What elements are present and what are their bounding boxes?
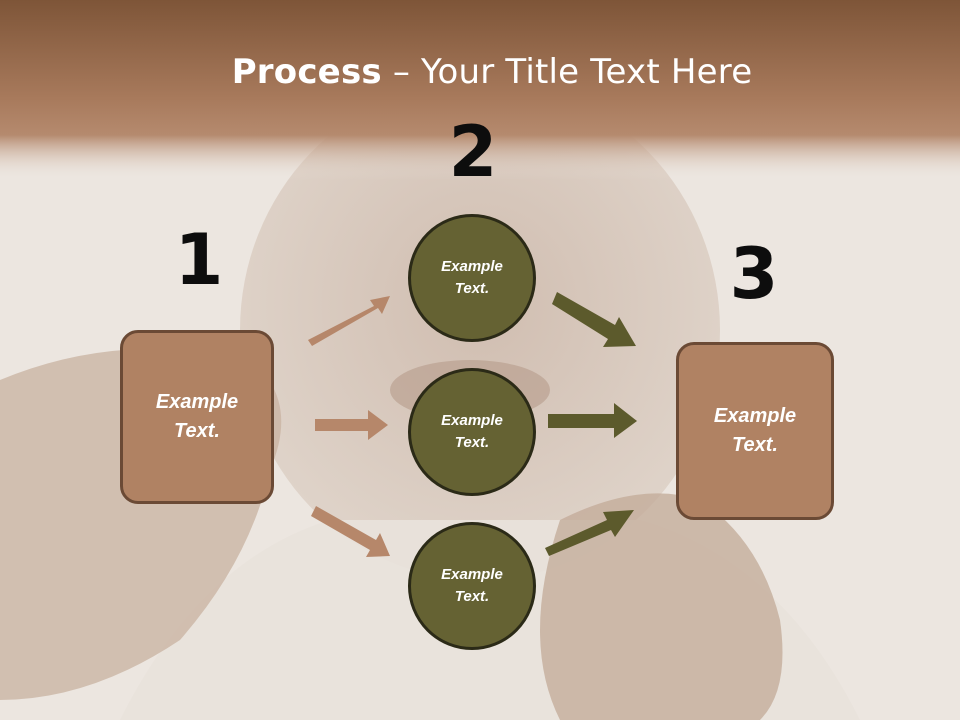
circle-middle-text: Example Text.	[441, 411, 503, 452]
step-number-2: 2	[448, 111, 498, 193]
circle-bottom-text: Example Text.	[441, 565, 503, 606]
left-box: Example Text.	[120, 330, 274, 504]
circle-bottom: Example Text.	[408, 522, 536, 650]
circle-top-text: Example Text.	[441, 257, 503, 298]
circle-top: Example Text.	[408, 214, 536, 342]
title-bold: Process	[231, 52, 382, 92]
slide-title: Process – Your Title Text Here	[0, 52, 960, 92]
right-box: Example Text.	[676, 342, 834, 520]
title-rest: – Your Title Text Here	[381, 52, 753, 92]
circle-middle: Example Text.	[408, 368, 536, 496]
step-number-3: 3	[729, 233, 779, 315]
right-box-text: Example Text.	[713, 405, 797, 456]
step-number-1: 1	[174, 219, 224, 301]
left-box-text: Example Text.	[155, 391, 239, 442]
